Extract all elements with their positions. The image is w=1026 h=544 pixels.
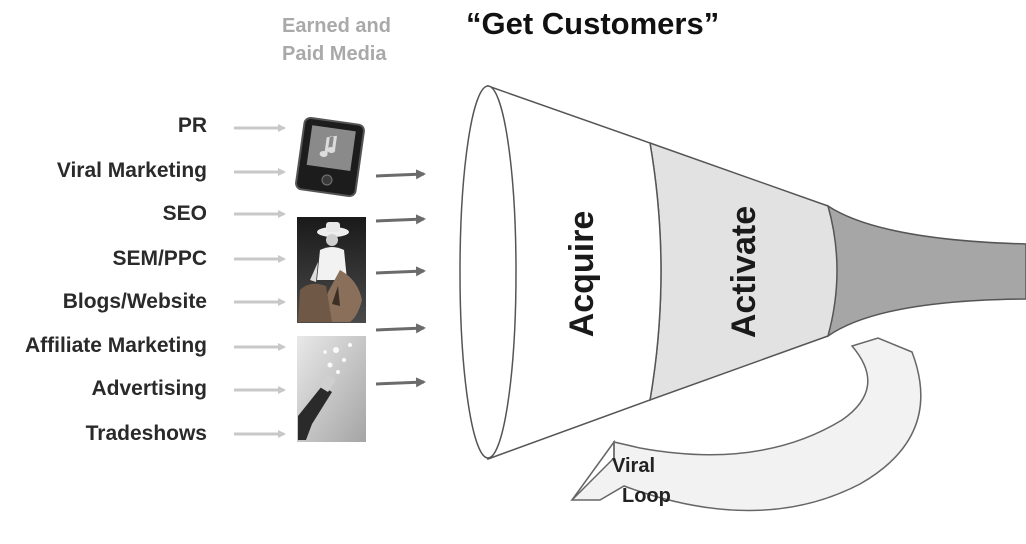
champagne-bottle-image [297,336,366,442]
funnel-spout [827,204,1026,338]
viral-loop-label-line2: Loop [622,485,671,507]
media-arrows [375,169,426,388]
funnel [459,84,1026,461]
channel-label: SEM/PPC [112,247,207,270]
viral-loop-label-line1: Viral [612,455,655,477]
stage-label-acquire: Acquire [563,211,601,338]
channel-label: Blogs/Website [63,290,207,313]
channel-arrows [234,124,286,438]
channel-label: Tradeshows [86,422,207,445]
media-arrow [375,214,426,225]
stage-label-activate: Activate [725,206,763,338]
media-arrow [375,377,426,388]
media-heading-line2: Paid Media [282,43,387,65]
channel-label: SEO [163,202,207,225]
media-arrow [375,323,426,334]
music-player-image [295,116,365,198]
channel-label: Viral Marketing [57,159,207,182]
channel-label: Affiliate Marketing [25,334,207,357]
viral-loop-arrow [570,337,922,512]
media-arrow [375,169,426,180]
funnel-mouth [459,85,517,459]
diagram-title: “Get Customers” [466,6,719,41]
channel-label: PR [178,114,207,137]
media-heading-line1: Earned and [282,15,391,37]
funnel-acquire-section [487,84,662,461]
media-arrow [375,266,426,277]
channel-label: Advertising [91,377,207,400]
cowboy-on-horse-image [297,217,366,323]
channel-list: PR Viral Marketing SEO SEM/PPC Blogs/Web… [25,114,207,445]
